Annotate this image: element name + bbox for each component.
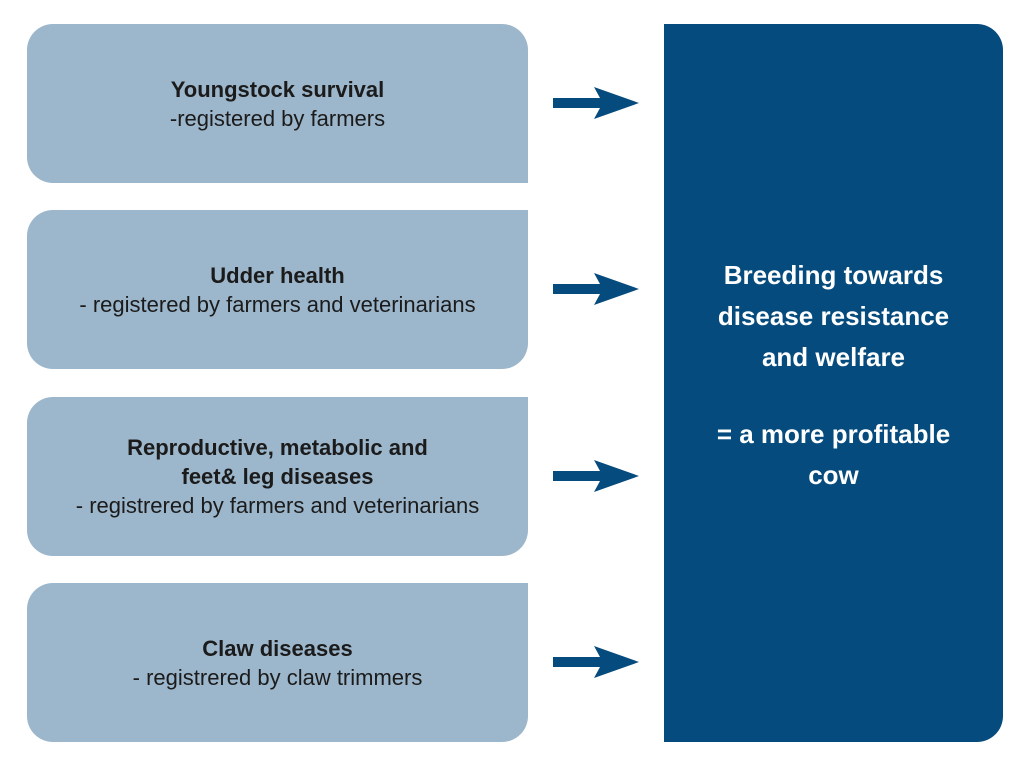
source-box-udder-health: Udder health - registered by farmers and… (27, 210, 528, 369)
box-title: Udder health (210, 262, 345, 288)
target-box-breeding: Breeding towards disease resistance and … (664, 24, 1003, 742)
target-line-3: and welfare (761, 342, 906, 372)
box-title: Youngstock survival (170, 76, 385, 102)
source-box-reproductive: Reproductive, metabolic and feet& leg di… (27, 397, 528, 556)
result-line-2: cow (808, 460, 859, 490)
arrow-right-icon (553, 460, 639, 492)
source-box-youngstock: Youngstock survival -registered by farme… (27, 24, 528, 183)
arrow-right-icon (553, 646, 639, 678)
box-title-line-1: Reproductive, metabolic and (127, 435, 428, 460)
arrow-right-icon (553, 87, 639, 119)
box-subtitle: - registrered by claw trimmers (132, 664, 423, 690)
box-title: Claw diseases (202, 635, 353, 661)
source-box-claw-diseases: Claw diseases - registrered by claw trim… (27, 583, 528, 742)
box-subtitle: - registrered by farmers and veterinaria… (75, 493, 480, 518)
target-line-2: disease resistance (717, 301, 950, 331)
box-subtitle: - registered by farmers and veterinarian… (79, 291, 476, 317)
box-title-line-2: feet& leg diseases (181, 464, 374, 489)
target-line-1: Breeding towards (723, 260, 944, 290)
box-subtitle: -registered by farmers (169, 105, 386, 131)
result-line-1: = a more profitable (716, 419, 951, 449)
arrow-right-icon (553, 273, 639, 305)
